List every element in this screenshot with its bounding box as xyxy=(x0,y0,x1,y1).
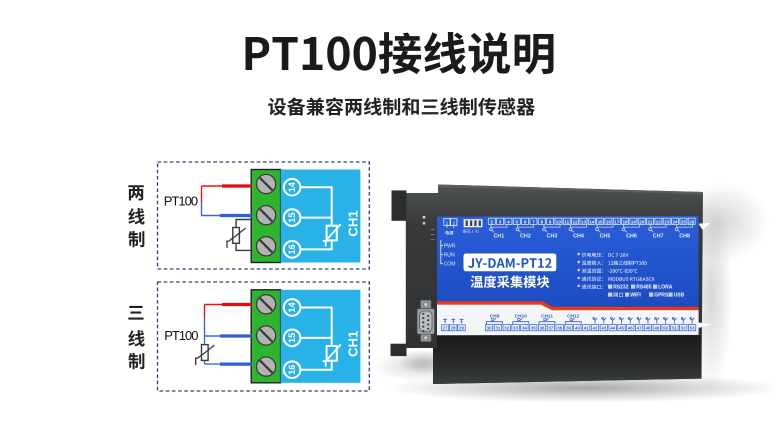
svg-text:CH10: CH10 xyxy=(515,314,528,320)
svg-text:CH5: CH5 xyxy=(600,233,611,239)
svg-text:CH2: CH2 xyxy=(520,233,531,239)
svg-text:14: 14 xyxy=(287,181,297,192)
svg-text:USB: USB xyxy=(674,293,685,299)
svg-text:CH12: CH12 xyxy=(567,314,580,320)
svg-text:4: 4 xyxy=(507,219,510,224)
svg-text:26: 26 xyxy=(689,219,695,224)
svg-text:RS485: RS485 xyxy=(636,285,652,291)
svg-text:46: 46 xyxy=(628,326,633,331)
svg-text:8: 8 xyxy=(541,219,544,224)
svg-text:21: 21 xyxy=(648,219,654,224)
svg-text:12: 12 xyxy=(573,219,579,224)
svg-text:CH1: CH1 xyxy=(346,331,361,357)
svg-text:53: 53 xyxy=(690,326,695,331)
svg-text:32: 32 xyxy=(504,326,509,331)
svg-text:PWR: PWR xyxy=(444,244,456,250)
svg-text:13: 13 xyxy=(581,219,587,224)
svg-text:49: 49 xyxy=(654,326,659,331)
svg-text:51: 51 xyxy=(672,326,677,331)
svg-text:34: 34 xyxy=(522,326,527,331)
svg-text:25: 25 xyxy=(681,219,687,224)
svg-text:5: 5 xyxy=(516,219,519,224)
svg-text:47: 47 xyxy=(637,326,642,331)
svg-text:CH7: CH7 xyxy=(653,233,664,239)
svg-text:22: 22 xyxy=(656,219,662,224)
svg-text:16: 16 xyxy=(606,219,612,224)
svg-text:CH8: CH8 xyxy=(679,233,690,239)
svg-text:CH1: CH1 xyxy=(346,210,361,236)
svg-text:3: 3 xyxy=(499,219,502,224)
svg-text:RS232: RS232 xyxy=(613,285,629,291)
svg-text:15: 15 xyxy=(287,212,297,222)
svg-text:14: 14 xyxy=(287,302,297,313)
svg-text:50: 50 xyxy=(663,326,668,331)
svg-text:PT100: PT100 xyxy=(164,328,198,343)
svg-text:CH9: CH9 xyxy=(490,314,500,320)
svg-text:15: 15 xyxy=(598,219,604,224)
svg-text:CH4: CH4 xyxy=(573,233,584,239)
svg-text:15: 15 xyxy=(287,333,297,343)
svg-text:20: 20 xyxy=(639,219,645,224)
svg-text:11: 11 xyxy=(564,219,569,224)
svg-text:LORA: LORA xyxy=(658,285,673,291)
svg-text:CH11: CH11 xyxy=(541,314,553,320)
svg-text:PT100: PT100 xyxy=(164,193,198,208)
svg-text:45: 45 xyxy=(619,326,624,331)
svg-text:CH3: CH3 xyxy=(547,233,558,239)
svg-text:52: 52 xyxy=(681,326,686,331)
svg-text:28: 28 xyxy=(451,326,456,331)
svg-text:41: 41 xyxy=(584,326,589,331)
svg-text:6: 6 xyxy=(524,219,527,224)
svg-text:31: 31 xyxy=(495,326,500,331)
svg-text:37: 37 xyxy=(548,326,553,331)
svg-text:33: 33 xyxy=(513,326,518,331)
svg-text:GPRS: GPRS xyxy=(654,293,669,299)
svg-text:23: 23 xyxy=(664,219,670,224)
svg-text:27: 27 xyxy=(443,326,448,331)
svg-text:1: 1 xyxy=(446,220,449,225)
svg-text:43: 43 xyxy=(601,326,606,331)
svg-text:29: 29 xyxy=(459,326,464,331)
svg-text:24: 24 xyxy=(673,219,679,224)
svg-text:14: 14 xyxy=(589,219,595,224)
svg-text:36: 36 xyxy=(540,326,545,331)
svg-text:40: 40 xyxy=(575,326,580,331)
svg-text:18: 18 xyxy=(623,219,629,224)
svg-text:44: 44 xyxy=(610,326,615,331)
svg-text:7: 7 xyxy=(532,219,535,224)
svg-text:RUN: RUN xyxy=(444,253,455,259)
svg-text:39: 39 xyxy=(566,326,571,331)
svg-text:38: 38 xyxy=(557,326,562,331)
svg-text:48: 48 xyxy=(646,326,651,331)
svg-text:16: 16 xyxy=(287,365,297,375)
svg-text:19: 19 xyxy=(631,219,637,224)
svg-text:COM: COM xyxy=(444,262,456,268)
svg-text:2: 2 xyxy=(453,220,456,225)
svg-text:42: 42 xyxy=(593,326,598,331)
svg-text:9: 9 xyxy=(549,219,552,224)
svg-text:16: 16 xyxy=(287,244,297,254)
svg-text:WIFI: WIFI xyxy=(630,293,641,299)
svg-text:35: 35 xyxy=(531,326,536,331)
svg-text:CH6: CH6 xyxy=(626,233,637,239)
svg-text:CH1: CH1 xyxy=(494,233,505,239)
svg-text:30: 30 xyxy=(487,326,492,331)
svg-text:17: 17 xyxy=(614,219,620,224)
svg-text:2: 2 xyxy=(491,219,494,224)
svg-text:10: 10 xyxy=(556,219,562,224)
